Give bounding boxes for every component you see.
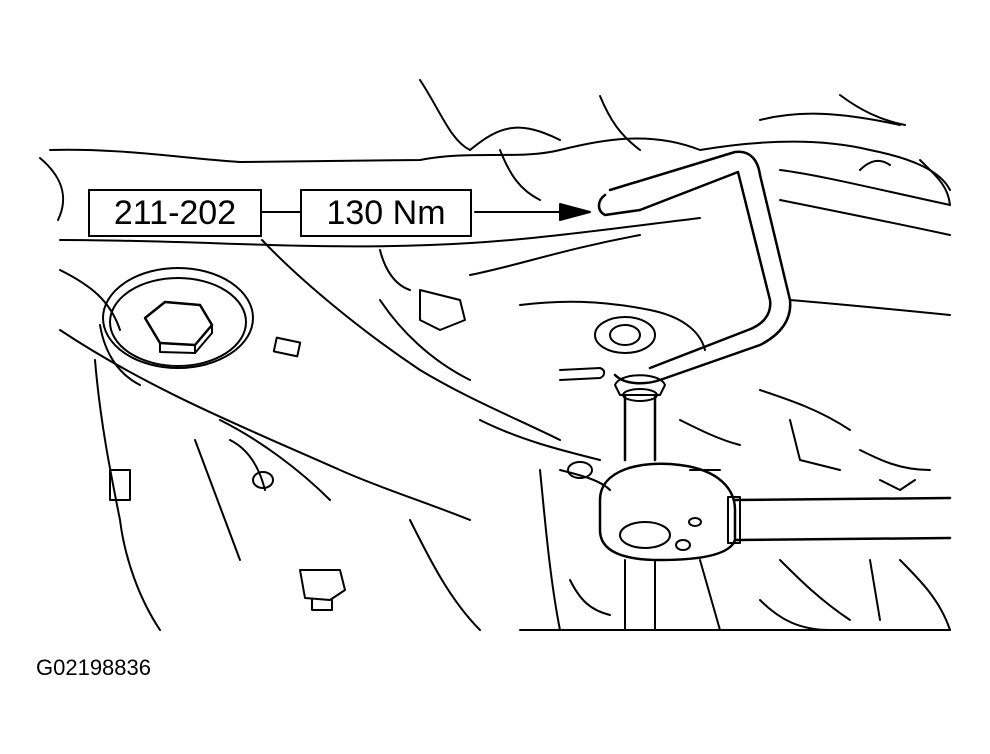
- control-arm: [59, 329, 471, 521]
- upper-body-outline: [49, 137, 951, 191]
- torque-value-label: 130 Nm: [326, 194, 446, 232]
- torque-value-callout: 130 Nm: [300, 189, 472, 237]
- bushing-washer: [102, 267, 254, 369]
- wrench-arm: [608, 150, 792, 385]
- tool-number-callout: 211-202: [88, 189, 262, 237]
- hex-bolt-head: [143, 300, 214, 347]
- ratchet-handle: [733, 496, 952, 542]
- figure-id-label: G02198836: [36, 655, 151, 680]
- ratchet-head: [598, 462, 737, 562]
- pointer-arrowhead: [559, 203, 591, 221]
- mount-hole: [594, 316, 656, 354]
- tool-number-label: 211-202: [113, 194, 237, 232]
- frame-rail: [59, 217, 701, 248]
- extension-bar: [623, 393, 657, 462]
